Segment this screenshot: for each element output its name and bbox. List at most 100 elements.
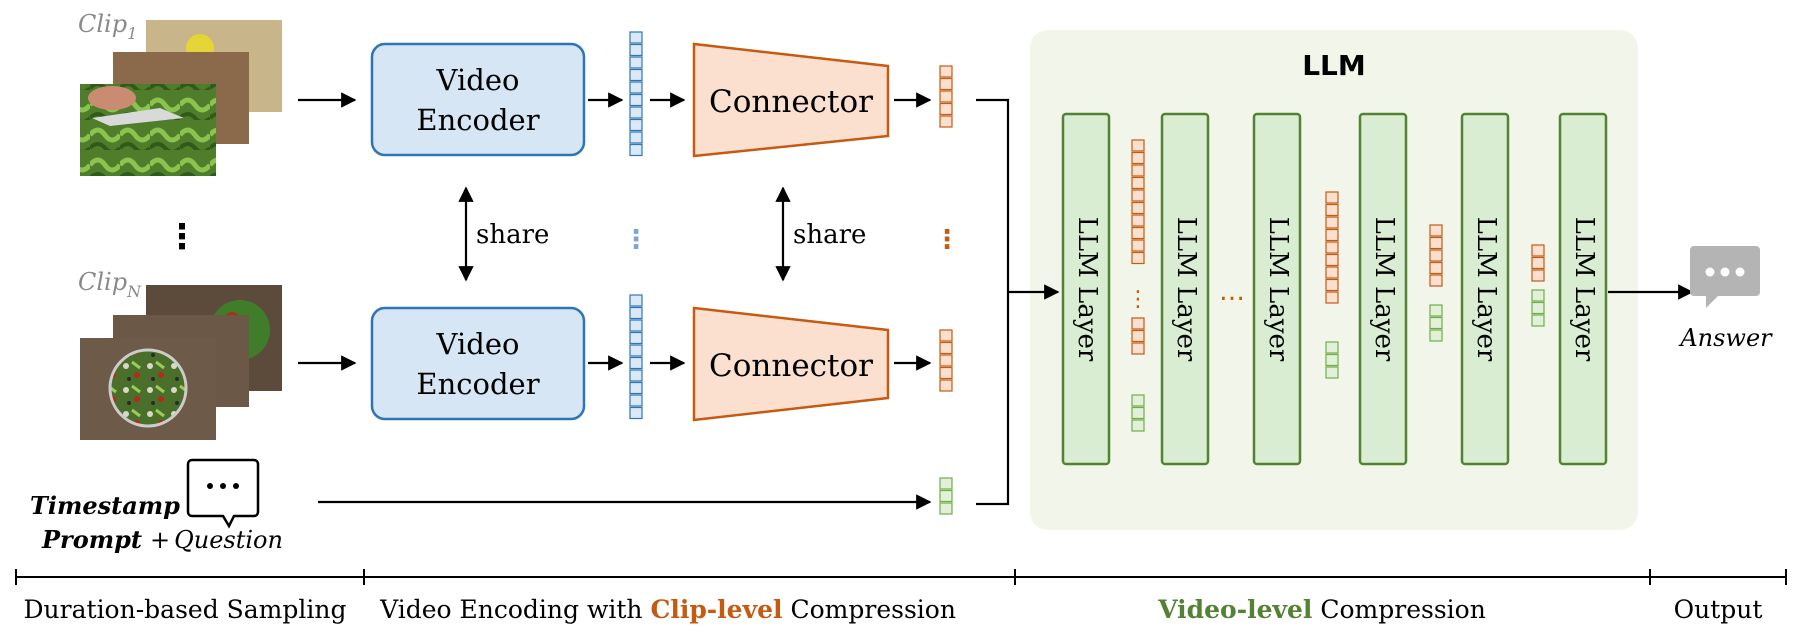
stage-output-label: Output — [1674, 595, 1763, 624]
llm-layer-label: LLM Layer — [1369, 217, 1399, 362]
llm-visual-token — [1325, 278, 1339, 292]
clip-tokens-top — [939, 65, 953, 128]
visual-token — [629, 68, 643, 82]
llm-visual-token — [1429, 261, 1443, 275]
clip-token — [939, 102, 953, 116]
video-encoder-top — [370, 42, 586, 157]
llm-visual-token — [1131, 226, 1145, 240]
answer-bubble-icon — [1690, 246, 1760, 308]
connector-bottom — [692, 306, 890, 422]
llm-visual-token — [1325, 216, 1339, 229]
clip-token — [939, 341, 953, 355]
llm-visual-token — [1131, 151, 1145, 165]
llm-text-token — [1131, 394, 1145, 407]
llm-layer-label: LLM Layer — [1072, 217, 1102, 362]
visual-token — [629, 118, 643, 132]
video-encoder-bottom — [370, 306, 586, 421]
clip-1-label: Clip1 — [78, 10, 137, 43]
llm-visual-token — [1429, 236, 1443, 250]
llm-visual-token — [1131, 317, 1145, 330]
visual-token — [629, 344, 643, 357]
clip-token — [939, 115, 953, 128]
llm-visual-token — [1131, 176, 1145, 190]
clip-1-frames — [80, 20, 282, 176]
clip-tokens-vdots: ⋮ — [934, 225, 960, 255]
prompt-bubble-icon — [186, 458, 260, 529]
llm-visual-token — [1531, 244, 1545, 257]
llm-tokens-vdots: ⋮ — [1127, 287, 1149, 312]
llm-visual-token — [1325, 266, 1339, 279]
visual-token — [629, 356, 643, 370]
text-token — [939, 489, 953, 503]
visual-token — [629, 43, 643, 57]
visual-tokens-bottom — [629, 294, 643, 420]
llm-text-token — [1531, 314, 1545, 327]
prompt-line-2: Prompt+Question — [41, 525, 283, 554]
merge-bracket — [976, 98, 1058, 506]
llm-visual-token — [1131, 329, 1145, 343]
visual-token — [629, 294, 643, 307]
prompt-line-1: Timestamp — [30, 491, 180, 520]
llm-visual-token — [1531, 256, 1545, 270]
llm-title: LLM — [1302, 49, 1366, 82]
text-token — [939, 477, 953, 490]
llm-visual-token — [1131, 189, 1145, 202]
visual-token — [629, 381, 643, 395]
visual-tokens-top — [629, 31, 643, 157]
stage-video-compression-label: Video-level Compression — [1157, 595, 1486, 624]
llm-interlayer-tokens — [1131, 139, 1545, 432]
text-token — [939, 502, 953, 515]
llm-layer-label: LLM Layer — [1471, 217, 1501, 362]
llm-layer-label: LLM Layer — [1263, 217, 1293, 362]
clip-token — [939, 354, 953, 367]
visual-token — [629, 331, 643, 345]
llm-text-token — [1429, 304, 1443, 317]
llm-layers-ellipsis: … — [1219, 277, 1245, 307]
clips-vdots: ⋮ — [165, 217, 199, 257]
llm-visual-token — [1131, 139, 1145, 152]
visual-token — [629, 131, 643, 144]
visual-token — [629, 143, 643, 157]
visual-token — [629, 319, 643, 332]
llm-text-token — [1325, 353, 1339, 367]
llm-text-token — [1325, 366, 1339, 379]
visual-token — [629, 31, 643, 44]
llm-visual-token — [1325, 228, 1339, 242]
llm-text-token — [1531, 289, 1545, 302]
llm-visual-token — [1325, 241, 1339, 254]
share-label-encoder: share — [476, 220, 549, 250]
connector-top-label: Connector — [709, 84, 873, 120]
llm-layer-4 — [1358, 112, 1408, 466]
clip-tokens-bottom — [939, 329, 953, 392]
visual-token — [629, 394, 643, 407]
llm-visual-token — [1131, 201, 1145, 215]
clip-token — [939, 379, 953, 392]
clip-token — [939, 329, 953, 342]
llm-layer-3 — [1252, 112, 1302, 466]
llm-text-token — [1325, 341, 1339, 354]
llm-layer-label: LLM Layer — [1171, 217, 1201, 362]
stage-timeline — [15, 569, 1787, 585]
visual-token — [629, 369, 643, 382]
visual-token — [629, 406, 643, 420]
llm-visual-token — [1131, 239, 1145, 252]
answer-label: Answer — [1678, 324, 1773, 352]
visual-token — [629, 56, 643, 69]
llm-layer-1 — [1061, 112, 1111, 466]
llm-visual-token — [1325, 191, 1339, 204]
llm-visual-token — [1429, 224, 1443, 237]
stage-encoding-label: Video Encoding with Clip-level Compressi… — [379, 595, 956, 624]
llm-layers: LLM Layer LLM Layer LLM Layer LLM Layer LLM … — [1061, 112, 1608, 466]
llm-visual-token — [1429, 274, 1443, 287]
llm-layer-5 — [1460, 112, 1510, 466]
llm-visual-token — [1131, 214, 1145, 227]
llm-visual-token — [1429, 249, 1443, 262]
llm-visual-token — [1325, 203, 1339, 217]
llm-visual-token — [1131, 251, 1145, 265]
llm-visual-token — [1325, 253, 1339, 267]
llm-text-token — [1131, 419, 1145, 432]
share-label-connector: share — [793, 220, 866, 250]
visual-token — [629, 306, 643, 320]
